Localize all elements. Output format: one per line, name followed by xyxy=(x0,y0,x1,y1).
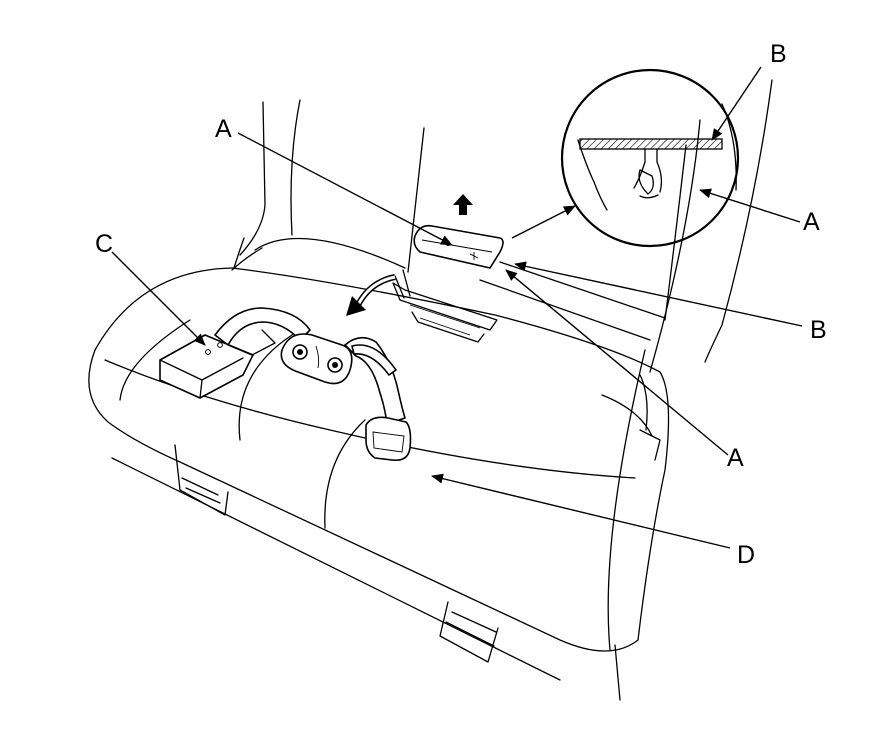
belt-slot-assembly xyxy=(392,269,498,343)
seat-bracket-right xyxy=(439,601,499,663)
anchor-plate xyxy=(280,333,353,385)
callout-a-right: A xyxy=(803,208,820,236)
callout-b-top: B xyxy=(770,40,787,68)
detail-magnifier xyxy=(560,68,740,248)
callout-a-top: A xyxy=(215,115,232,143)
callout-a-bottom: A xyxy=(727,444,744,472)
magnify-arrow xyxy=(511,205,576,239)
lift-up-arrow xyxy=(453,194,473,215)
buckle-c xyxy=(159,329,276,399)
tongue-plate xyxy=(365,416,412,462)
callout-b-right: B xyxy=(810,316,827,344)
removal-curved-arrow xyxy=(346,274,396,316)
seat-back xyxy=(231,79,773,373)
callout-d: D xyxy=(737,541,756,569)
callout-leaders xyxy=(111,66,803,549)
callout-c: C xyxy=(95,230,114,258)
seat-bracket-left xyxy=(174,444,229,516)
